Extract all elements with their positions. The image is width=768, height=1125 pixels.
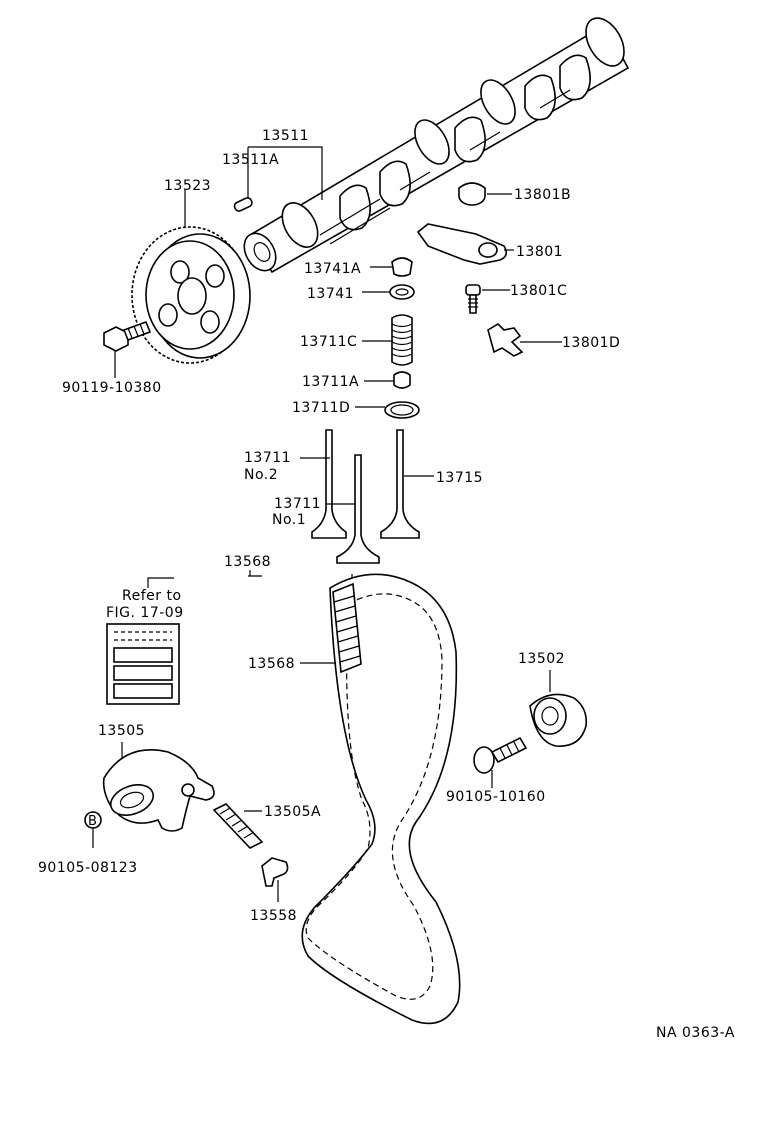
- valve-exhaust: 13715: [380, 429, 483, 539]
- refer-line2: FIG. 17-09: [106, 605, 184, 621]
- cam-sprocket: 13523: [131, 178, 251, 364]
- label-90105-08123: 90105-08123: [38, 860, 138, 876]
- label-13511: 13511: [262, 128, 309, 144]
- label-13711a: 13711A: [302, 374, 359, 390]
- label-13502: 13502: [518, 651, 565, 667]
- tensioner-13505: 13505: [98, 723, 215, 832]
- camshaft: [243, 17, 630, 274]
- label-13568-mid: 13568: [248, 656, 295, 672]
- label-13711-no1: 13711: [274, 496, 321, 512]
- label-no1: No.1: [272, 512, 306, 528]
- tensioner-bolt-b: B 90105-08123: [38, 811, 138, 876]
- reference-figure: Refer to FIG. 17-09: [106, 577, 184, 705]
- label-13568-top: 13568: [224, 554, 271, 570]
- label-13741a: 13741A: [304, 261, 361, 277]
- label-13711c: 13711C: [300, 334, 357, 350]
- label-13801b: 13801B: [514, 187, 571, 203]
- idler-bolt: 90105-10160: [446, 736, 546, 805]
- sprocket-bolt: 90119-10380: [62, 320, 162, 396]
- idler-pulley-13502: 13502: [518, 651, 588, 747]
- pin-13558: 13558: [250, 857, 297, 924]
- label-13711-no2: 13711: [244, 450, 291, 466]
- screw-13801c: 13801C: [465, 283, 567, 314]
- refer-line1: Refer to: [122, 588, 182, 604]
- valve-intake-no2: 13711 No.2: [244, 429, 347, 539]
- label-13511a: 13511A: [222, 152, 279, 168]
- label-13801c: 13801C: [510, 283, 567, 299]
- figure-code: NA 0363-A: [656, 1025, 735, 1041]
- rocker-arm-13801: 13801: [416, 223, 563, 265]
- label-13801: 13801: [516, 244, 563, 260]
- label-13505a: 13505A: [264, 804, 321, 820]
- label-13801d: 13801D: [562, 335, 620, 351]
- spring-13711c: 13711C: [300, 314, 413, 366]
- label-13523: 13523: [164, 178, 211, 194]
- valve-intake-no1: 13711 No.1: [272, 454, 380, 564]
- pin-13511a: [233, 197, 253, 212]
- label-90119-10380: 90119-10380: [62, 380, 162, 396]
- callout-13511: 13511 13511A: [222, 128, 323, 200]
- lifter-13741: 13741: [307, 284, 415, 302]
- b-marker: B: [88, 814, 97, 829]
- label-13558: 13558: [250, 908, 297, 924]
- label-no2: No.2: [244, 467, 278, 483]
- retainer-13711a: 13711A: [302, 371, 411, 390]
- label-13741: 13741: [307, 286, 354, 302]
- label-13715: 13715: [436, 470, 483, 486]
- label-90105-10160: 90105-10160: [446, 789, 546, 805]
- clip-13801d: 13801D: [487, 322, 620, 357]
- shim-13741a: 13741A: [304, 257, 413, 277]
- spring-13505a: 13505A: [212, 803, 321, 849]
- timing-belt: 13568 13568: [224, 554, 461, 1025]
- lash-adjuster-13801b: 13801B: [458, 182, 571, 206]
- seal-13711d: 13711D: [292, 400, 420, 419]
- label-13711d: 13711D: [292, 400, 350, 416]
- label-13505: 13505: [98, 723, 145, 739]
